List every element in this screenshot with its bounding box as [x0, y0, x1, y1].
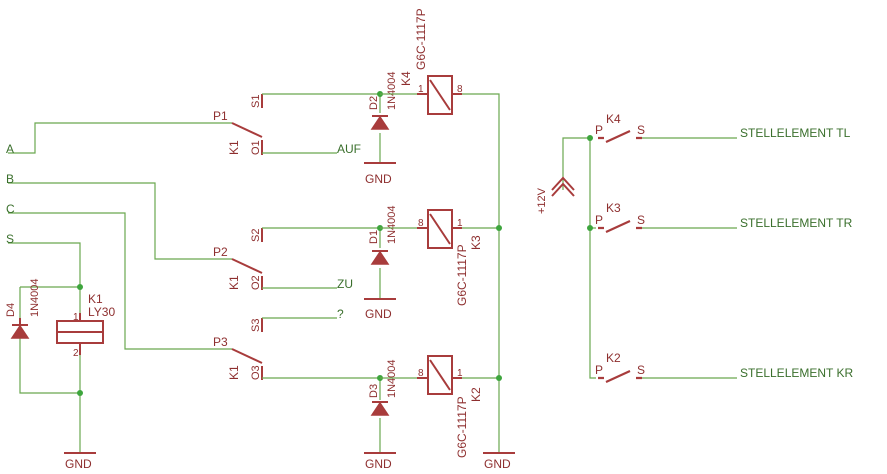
d2-diode-icon	[370, 115, 390, 130]
wire-coil-return	[455, 93, 500, 453]
output-stellelement-kr: STELLELEMENT KR	[740, 366, 853, 380]
k1-contact-2-k: K1	[227, 275, 241, 290]
wire-supply	[562, 137, 590, 190]
d3-name: D3	[368, 384, 380, 398]
k1-coil-leads	[57, 313, 103, 355]
output-switches	[551, 130, 737, 383]
k4-pin-a: 1	[418, 84, 424, 95]
output-stellelement-tr: STELLELEMENT TR	[740, 216, 853, 230]
output-question: ?	[337, 307, 344, 321]
k1-coil-pin1: 1	[73, 312, 79, 323]
wire-p-bus	[589, 138, 596, 379]
k4-switch-p: P	[595, 123, 603, 137]
k4-type: G6C-1117P	[414, 8, 428, 70]
d1-name: D1	[368, 230, 380, 244]
junction	[587, 135, 593, 141]
output-stellelement-tl: STELLELEMENT TL	[740, 126, 851, 140]
k1-contact-3-s: S3	[250, 319, 262, 332]
wire-b	[8, 182, 232, 260]
k2-switch-s: S	[637, 363, 645, 377]
d1-type: 1N4004	[386, 205, 398, 244]
junction	[77, 390, 83, 396]
k3-name: K3	[469, 235, 483, 250]
d1-diode-icon	[370, 250, 390, 265]
k1-contact-1-o: O1	[250, 140, 262, 155]
output-auf: AUF	[337, 142, 361, 156]
relay-coils	[380, 75, 515, 454]
k4-switch-name: K4	[606, 112, 621, 126]
junction	[77, 284, 83, 290]
ground-label: GND	[365, 172, 392, 186]
junction	[496, 375, 502, 381]
ground-label: GND	[484, 457, 511, 471]
d4-name: D4	[5, 303, 17, 317]
k2-coil-body	[427, 355, 453, 395]
k1-contact-2-p: P2	[213, 245, 228, 259]
d2-name: D2	[368, 96, 380, 110]
d3-type: 1N4004	[386, 359, 398, 398]
k4-switch-contact	[598, 130, 642, 143]
input-label-c: C	[6, 202, 15, 216]
k4-coil-symbol	[417, 79, 462, 111]
input-label-b: B	[6, 172, 14, 186]
k1-coil-block	[10, 284, 104, 454]
flyback-diodes	[364, 91, 396, 454]
k2-name: K2	[469, 387, 483, 402]
d3-diode-icon	[370, 401, 390, 416]
k1-contact-3-o: O3	[250, 365, 262, 380]
k3-pin-a: 8	[418, 218, 424, 229]
k4-pin-b: 8	[457, 84, 463, 95]
k1-contact-1-k: K1	[227, 140, 241, 155]
k2-switch-contact	[598, 370, 642, 383]
k1-contact-2-o: O2	[250, 275, 262, 290]
ground-label: GND	[65, 457, 92, 471]
k4-switch-s: S	[637, 123, 645, 137]
k1-contact-1-s: S1	[250, 95, 262, 108]
k1-contacts	[231, 93, 380, 380]
k1-contact-3-p: P3	[213, 335, 228, 349]
k3-switch-name: K3	[606, 201, 621, 215]
k1-type: LY30	[88, 305, 115, 319]
k1-contact-2-s: S2	[250, 229, 262, 242]
wire-c	[8, 212, 232, 350]
junction	[587, 225, 593, 231]
wire-a	[8, 122, 232, 154]
k3-pin-b: 1	[457, 218, 463, 229]
k2-switch-p: P	[595, 363, 603, 377]
supply-label: +12V	[536, 187, 548, 214]
output-zu: ZU	[337, 277, 353, 291]
k2-switch-name: K2	[606, 351, 621, 365]
supply-arrow-icon	[551, 176, 575, 197]
ground-label: GND	[365, 307, 392, 321]
k1-contact-3-k: K1	[227, 365, 241, 380]
k1-coil-pin2: 2	[73, 348, 79, 359]
junction	[496, 225, 502, 231]
input-wires	[8, 122, 232, 350]
k1-name: K1	[88, 292, 103, 306]
d4-cathode	[12, 318, 28, 338]
k2-type: G6C-1117P	[455, 396, 469, 458]
d4-type: 1N4004	[29, 278, 41, 317]
k3-coil-symbol	[417, 213, 462, 245]
k3-switch-s: S	[637, 213, 645, 227]
ground-label: GND	[365, 457, 392, 471]
k2-pin-a: 8	[418, 368, 424, 379]
input-label-s: S	[6, 232, 14, 246]
d2-type: 1N4004	[386, 71, 398, 110]
k3-switch-contact	[598, 220, 642, 233]
k3-type: G6C-1117P	[455, 244, 469, 306]
input-label-a: A	[6, 142, 14, 156]
wire-s	[8, 242, 81, 287]
k2-pin-b: 1	[457, 368, 463, 379]
k4-name: K4	[399, 71, 413, 86]
k1-contact-1-p: P1	[213, 109, 228, 123]
k3-switch-p: P	[595, 213, 603, 227]
k2-coil-symbol	[417, 359, 462, 391]
